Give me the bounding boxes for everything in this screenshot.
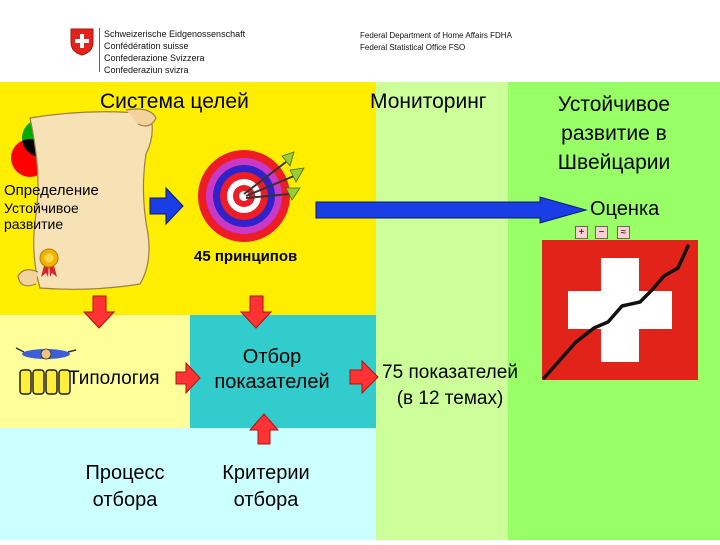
indicator-selection-label: Отбор показателей (196, 345, 348, 395)
upward-trend-line-icon (530, 236, 710, 386)
typology-label: Типология (68, 368, 160, 390)
selection-process-label: Процесс отбора (70, 460, 180, 514)
indicators-count-label: 75 показателей (в 12 темах) (380, 360, 520, 412)
assessment-label: Оценка (590, 198, 659, 221)
selection-criteria-label: Критерии отбора (204, 460, 328, 514)
